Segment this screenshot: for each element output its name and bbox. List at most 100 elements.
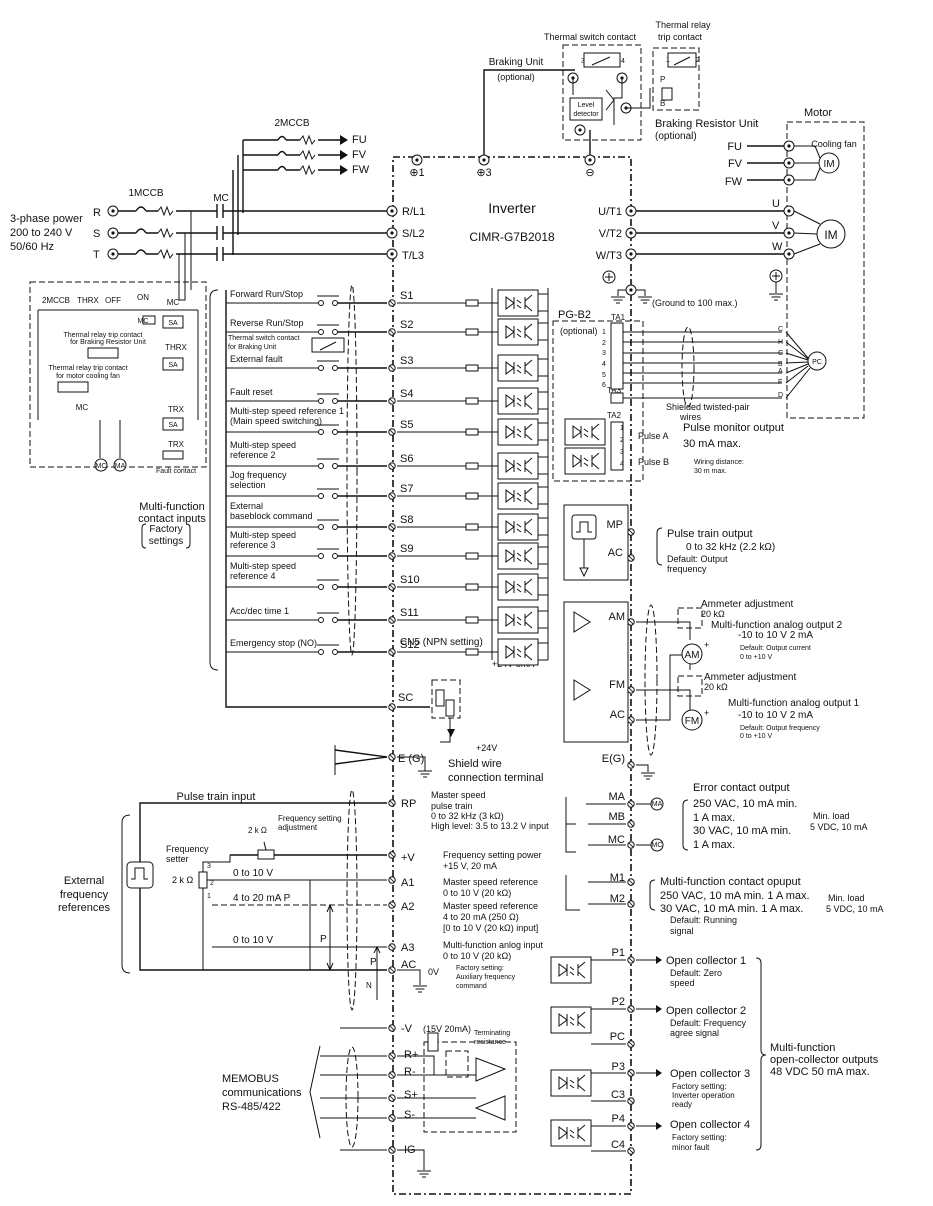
svg-text:Terminating: Terminating <box>474 1030 510 1037</box>
svg-text:TA2: TA2 <box>607 411 622 420</box>
svg-text:Inverter operation: Inverter operation <box>672 1091 735 1100</box>
svg-text:Factory setting:: Factory setting: <box>672 1082 727 1091</box>
svg-text:Thermal relay trip contact: Thermal relay trip contact <box>64 332 143 339</box>
svg-text:Multi-function anlog input: Multi-function anlog input <box>443 940 544 950</box>
svg-text:P3: P3 <box>612 1061 625 1073</box>
memobus-communications: MEMOBUS communications RS-485/422 R+ R- … <box>222 1030 517 1178</box>
external-frequency-references: External frequency references Pulse trai… <box>58 791 387 1000</box>
svg-text:250 VAC, 10 mA min. 1 A max.: 250 VAC, 10 mA min. 1 A max. <box>660 890 810 902</box>
input-label: Multi-step speed <box>230 561 296 571</box>
svg-text:FW: FW <box>725 176 743 188</box>
svg-text:1 A max.: 1 A max. <box>693 839 735 851</box>
svg-text:Open collector 3: Open collector 3 <box>670 1068 750 1080</box>
svg-text:N: N <box>366 981 372 990</box>
svg-text:Factory setting:: Factory setting: <box>456 965 504 972</box>
svg-text:4: 4 <box>620 461 624 468</box>
inverter-title: Inverter <box>488 200 536 216</box>
svg-text:trip contact: trip contact <box>658 32 703 42</box>
svg-text:+: + <box>704 640 709 650</box>
svg-text:Multi-function analog output 1: Multi-function analog output 1 <box>728 698 860 709</box>
input-terminal: S12 <box>400 639 420 651</box>
svg-text:20 kΩ: 20 kΩ <box>701 609 725 619</box>
svg-text:frequency: frequency <box>667 564 707 574</box>
svg-text:MA: MA <box>115 463 126 470</box>
svg-text:communications: communications <box>222 1087 302 1099</box>
svg-text:M1: M1 <box>610 872 625 884</box>
input-terminal: S3 <box>400 355 413 367</box>
svg-text:D: D <box>778 392 783 399</box>
svg-text:R/L1: R/L1 <box>402 206 425 218</box>
svg-text:MA: MA <box>652 801 663 808</box>
input-terminal: S5 <box>400 419 413 431</box>
svg-text:6: 6 <box>602 382 606 389</box>
relay-outputs: MA MB MC M1 M2 MA MC Error contact outpu… <box>565 782 884 936</box>
svg-text:ready: ready <box>672 1100 692 1109</box>
svg-text:0 to 10 V (20 kΩ): 0 to 10 V (20 kΩ) <box>443 951 511 961</box>
braking-unit-label: Braking Unit <box>489 57 544 68</box>
svg-text:Thermal relay: Thermal relay <box>655 20 711 30</box>
svg-text:for motor cooling fan: for motor cooling fan <box>56 373 120 380</box>
svg-text:4 to 20 mA (250 Ω): 4 to 20 mA (250 Ω) <box>443 912 519 922</box>
input-label: Emergency stop (NO) <box>230 638 317 648</box>
svg-text:C: C <box>778 326 783 333</box>
svg-text:THRX: THRX <box>77 296 99 305</box>
input-terminal: S4 <box>400 388 413 400</box>
input-label-2: (Main speed switching) <box>230 416 322 426</box>
svg-text:TA3: TA3 <box>607 386 622 395</box>
svg-text:Error contact output: Error contact output <box>693 782 790 794</box>
input-label-2: reference 2 <box>230 450 276 460</box>
svg-text:Cooling fan: Cooling fan <box>811 139 857 149</box>
pg-b2-card: PG-B2 (optional) TA1 TA3 TA2 1 2 3 4 5 6… <box>552 309 811 482</box>
svg-text:3-phase power: 3-phase power <box>10 213 83 225</box>
svg-text:FV: FV <box>728 158 743 170</box>
svg-text:0 to +10 V: 0 to +10 V <box>740 654 772 661</box>
svg-text:references: references <box>58 902 110 914</box>
svg-text:C4: C4 <box>611 1139 625 1151</box>
svg-text:PC: PC <box>610 1031 625 1043</box>
svg-text:Ammeter adjustment: Ammeter adjustment <box>701 599 793 610</box>
svg-text:open-collector outputs: open-collector outputs <box>770 1054 879 1066</box>
svg-text:0V: 0V <box>428 967 439 977</box>
svg-text:signal: signal <box>670 926 694 936</box>
svg-text:50/60 Hz: 50/60 Hz <box>10 241 54 253</box>
svg-text:frequency: frequency <box>60 889 109 901</box>
dc-terminal-3: ⊕3 <box>476 167 491 179</box>
svg-text:Thermal relay trip contact: Thermal relay trip contact <box>49 365 128 372</box>
svg-text:2MCCB: 2MCCB <box>42 296 70 305</box>
input-label: Acc/dec time 1 <box>230 606 289 616</box>
svg-text:AM: AM <box>609 611 626 623</box>
svg-text:Braking Resistor Unit: Braking Resistor Unit <box>655 118 758 130</box>
svg-text:4: 4 <box>602 361 606 368</box>
svg-text:Master speed reference: Master speed reference <box>443 901 538 911</box>
svg-text:2MCCB: 2MCCB <box>274 118 309 129</box>
input-label: Jog frequency <box>230 470 287 480</box>
svg-text:S/L2: S/L2 <box>402 228 425 240</box>
svg-text:Pulse monitor output: Pulse monitor output <box>683 422 784 434</box>
svg-text:5 VDC, 10 mA: 5 VDC, 10 mA <box>810 822 868 832</box>
svg-text:Pulse B: Pulse B <box>638 457 669 467</box>
svg-text:G: G <box>778 350 783 357</box>
svg-text:agree signal: agree signal <box>670 1028 719 1038</box>
svg-text:T: T <box>93 249 100 261</box>
analog-outputs: AM FM AC E(G) Ammeter adjustment 20 kΩ A… <box>563 599 860 780</box>
input-label: Multi-step speed <box>230 530 296 540</box>
svg-text:Shielded twisted-pair: Shielded twisted-pair <box>666 402 750 412</box>
input-label: Forward Run/Stop <box>230 289 303 299</box>
svg-text:minor fault: minor fault <box>672 1143 710 1152</box>
svg-text:S: S <box>93 228 100 240</box>
svg-text:MC: MC <box>213 193 229 204</box>
svg-text:contact inputs: contact inputs <box>138 513 206 525</box>
analog-input-terminals: RP +V A1 A2 A3 AC -V 0V (15V 20mA) Maste… <box>340 789 549 1035</box>
svg-text:U: U <box>772 198 780 210</box>
svg-text:Default: Output frequency: Default: Output frequency <box>740 725 820 732</box>
svg-text:TA1: TA1 <box>611 313 626 322</box>
svg-text:S-: S- <box>404 1109 415 1121</box>
svg-text:A2: A2 <box>401 901 414 913</box>
svg-text:MC: MC <box>76 403 89 412</box>
svg-text:E (G): E (G) <box>398 753 424 765</box>
svg-text:wires: wires <box>679 412 702 422</box>
svg-text:3: 3 <box>581 58 585 65</box>
svg-text:Min. load: Min. load <box>813 811 850 821</box>
